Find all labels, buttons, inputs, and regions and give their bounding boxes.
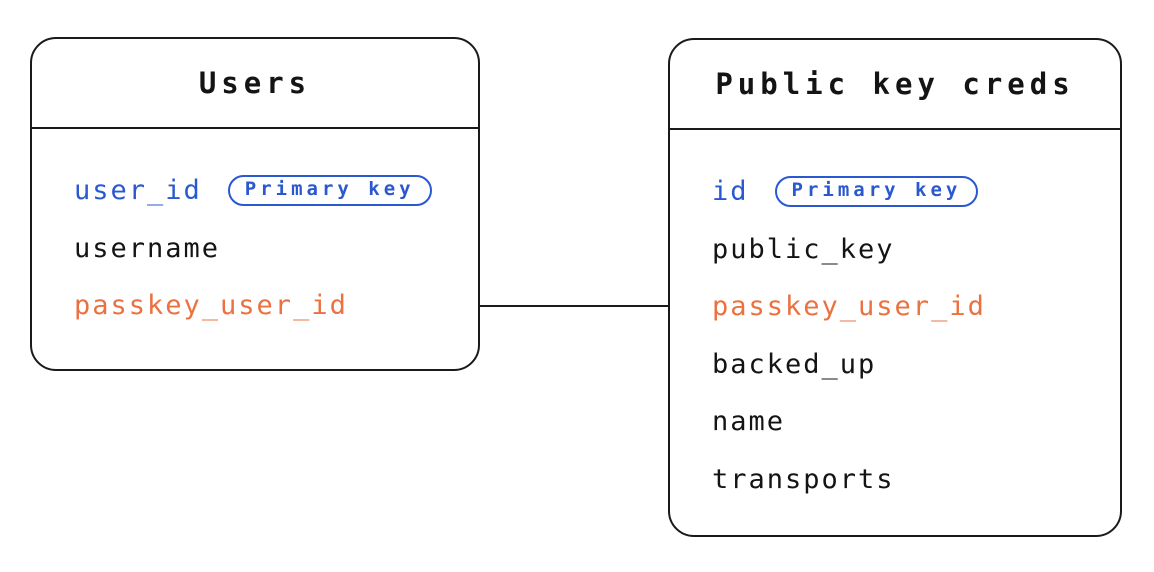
table-users-fields: user_id Primary key username passkey_use… bbox=[32, 129, 478, 335]
field-name: backed_up bbox=[712, 348, 877, 380]
field-row-user-id: user_id Primary key bbox=[74, 162, 478, 220]
table-users-header: Users bbox=[32, 39, 478, 129]
field-name: user_id bbox=[74, 175, 202, 207]
field-row-passkey-user-id: passkey_user_id bbox=[74, 277, 478, 335]
table-title: Users bbox=[198, 66, 312, 100]
field-row-transports: transports bbox=[712, 451, 1120, 509]
primary-key-badge: Primary key bbox=[227, 175, 432, 207]
field-name: public_key bbox=[712, 233, 895, 265]
field-row-id: id Primary key bbox=[712, 163, 1120, 221]
field-name: username bbox=[74, 232, 221, 264]
primary-key-badge: Primary key bbox=[774, 176, 979, 208]
field-row-backed-up: backed_up bbox=[712, 336, 1120, 394]
field-name: id bbox=[712, 176, 749, 208]
field-row-passkey-user-id: passkey_user_id bbox=[712, 278, 1120, 336]
relationship-connector-line bbox=[480, 305, 668, 307]
field-name: name bbox=[712, 406, 786, 438]
table-public-key-creds: Public key creds id Primary key public_k… bbox=[668, 38, 1122, 537]
table-title: Public key creds bbox=[715, 67, 1075, 101]
table-users: Users user_id Primary key username passk… bbox=[30, 37, 480, 371]
field-row-name: name bbox=[712, 393, 1120, 451]
field-row-public-key: public_key bbox=[712, 221, 1120, 279]
field-name: passkey_user_id bbox=[712, 291, 986, 323]
field-name: passkey_user_id bbox=[74, 290, 348, 322]
field-name: transports bbox=[712, 463, 895, 495]
field-row-username: username bbox=[74, 220, 478, 278]
table-public-key-creds-header: Public key creds bbox=[670, 40, 1120, 130]
table-public-key-creds-fields: id Primary key public_key passkey_user_i… bbox=[670, 130, 1120, 508]
